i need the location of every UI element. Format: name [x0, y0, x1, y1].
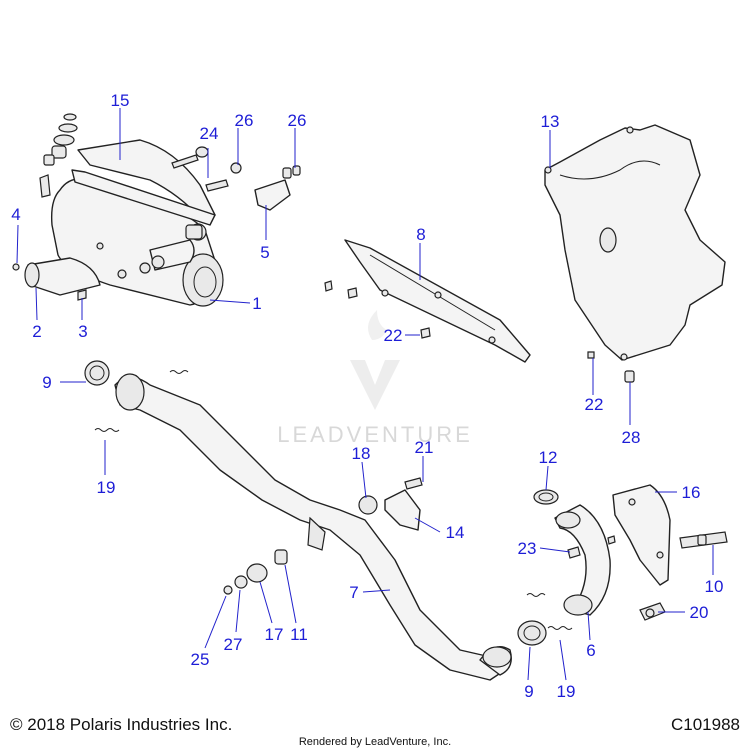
callout-2: 2 [32, 322, 41, 341]
callout-22b: 22 [585, 395, 604, 414]
callout-15: 15 [111, 91, 130, 110]
engine-heat-shield-part [544, 124, 726, 383]
callout-3: 3 [78, 322, 87, 341]
callout-13: 13 [541, 112, 560, 131]
mount-bracket-parts [358, 477, 423, 531]
callout-5: 5 [260, 243, 269, 262]
leadventure-watermark-logo [350, 310, 400, 410]
grommet-washer-nut-set [223, 549, 288, 595]
callout-23: 23 [518, 539, 537, 558]
callout-18: 18 [352, 444, 371, 463]
callout-28: 28 [622, 428, 641, 447]
muffler-hardware [12, 113, 87, 301]
callout-27: 27 [224, 635, 243, 654]
callout-labels: 15 24 26 26 4 5 2 3 1 8 22 13 22 28 9 19… [11, 91, 723, 701]
callout-16: 16 [682, 483, 701, 502]
callout-21: 21 [415, 438, 434, 457]
callout-7: 7 [349, 583, 358, 602]
heat-shield-part [71, 139, 216, 241]
bolts-24-26 [171, 146, 242, 192]
muffler-bracket-part [254, 165, 301, 211]
callout-11: 11 [290, 625, 308, 644]
copyright-text: © 2018 Polaris Industries Inc. [10, 715, 232, 734]
rendered-by-text: Rendered by LeadVenture, Inc. [299, 736, 451, 748]
callout-9a: 9 [42, 373, 51, 392]
diagram-code: C101988 [671, 715, 740, 734]
elbow-shield-part [612, 484, 671, 586]
inlet-pipe-part [24, 257, 101, 296]
callout-24: 24 [200, 124, 219, 143]
callout-17: 17 [265, 625, 284, 644]
callout-25: 25 [191, 650, 210, 669]
bolt-23 [567, 535, 616, 559]
shield-bracket-part [324, 239, 531, 363]
callout-8: 8 [416, 225, 425, 244]
gasket-ring-part [533, 489, 559, 505]
callout-19b: 19 [557, 682, 576, 701]
elbow-pipe-part [554, 504, 611, 616]
callout-14: 14 [446, 523, 465, 542]
callout-4: 4 [11, 205, 20, 224]
exhaust-seal-rings [84, 360, 547, 646]
leader-lines [16, 108, 714, 681]
callout-6: 6 [586, 641, 595, 660]
o2-sensor-part [679, 531, 728, 549]
callout-19a: 19 [97, 478, 116, 497]
callout-9b: 9 [524, 682, 533, 701]
callout-20: 20 [690, 603, 709, 622]
callout-26a: 26 [235, 111, 254, 130]
exhaust-springs [94, 370, 573, 630]
callout-12: 12 [539, 448, 558, 467]
header-pipe-part [114, 373, 512, 681]
watermark-text: LEADVENTURE [277, 422, 473, 447]
callout-1: 1 [252, 294, 261, 313]
callout-22a: 22 [384, 326, 403, 345]
callout-10: 10 [705, 577, 724, 596]
callout-26b: 26 [288, 111, 307, 130]
